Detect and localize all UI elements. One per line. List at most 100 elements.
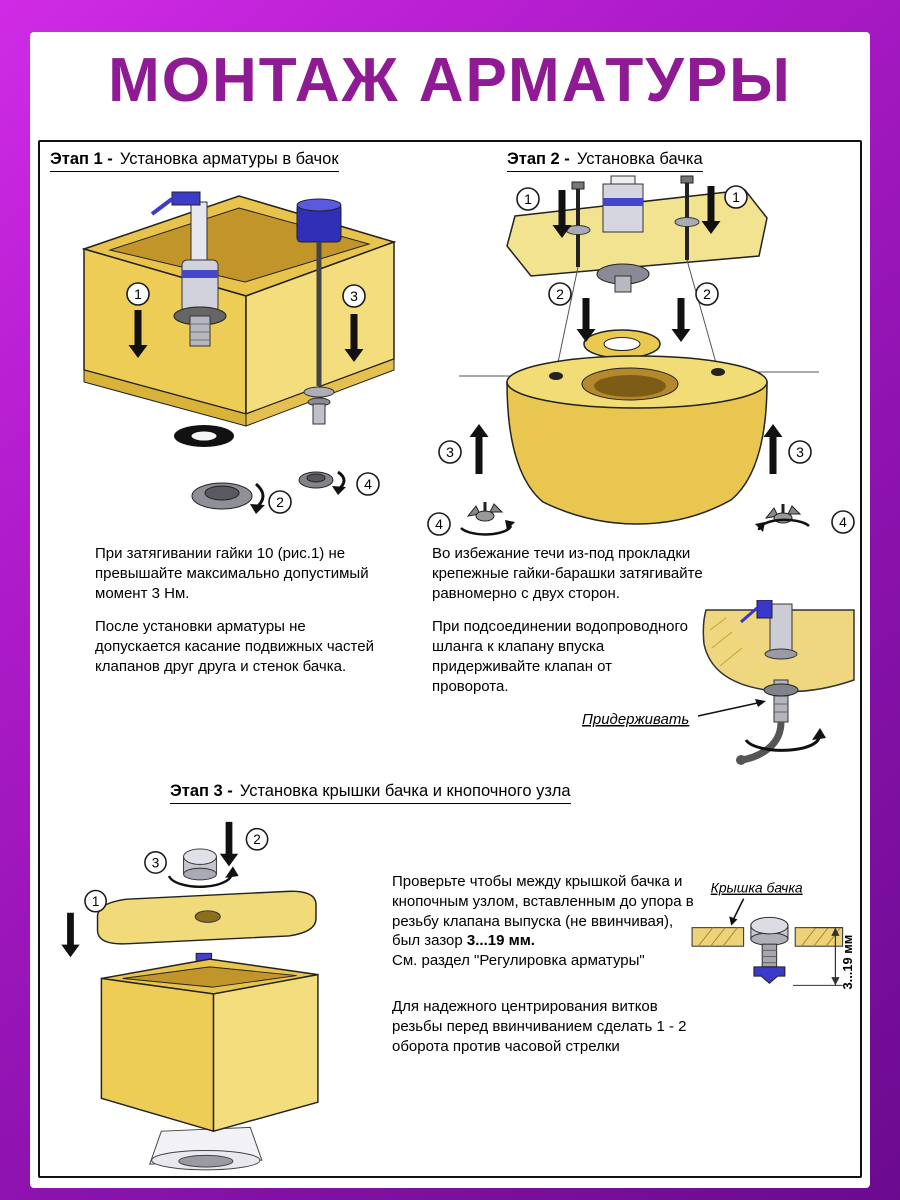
step-marker-3: 3 bbox=[144, 851, 167, 874]
pointer-line bbox=[697, 701, 763, 717]
svg-text:4: 4 bbox=[839, 514, 847, 530]
down-arrow-icon bbox=[61, 912, 80, 958]
stage1-heading-title: Установка арматуры в бачок bbox=[119, 150, 339, 168]
guide-line bbox=[555, 266, 579, 373]
step-marker-2: 2 bbox=[245, 827, 269, 851]
svg-text:2: 2 bbox=[276, 494, 284, 510]
svg-text:2: 2 bbox=[703, 286, 711, 302]
stage1-heading: Этап 1 - Установка арматуры в бачок bbox=[50, 150, 339, 172]
step-marker-3: 3 bbox=[438, 440, 462, 464]
stage3-heading-title: Установка крышки бачка и кнопочного узла bbox=[239, 782, 571, 800]
lid-label: Крышка бачка bbox=[711, 880, 803, 896]
hold-label: Придерживать bbox=[582, 711, 689, 728]
pointer-arrowhead bbox=[755, 699, 766, 707]
ring-nut bbox=[191, 482, 265, 514]
down-arrow-icon bbox=[552, 190, 572, 238]
guide-line bbox=[686, 259, 719, 371]
stage3-gap-figure: Крышка бачка bbox=[691, 880, 855, 990]
step-marker-1: 1 bbox=[516, 187, 540, 211]
svg-text:2: 2 bbox=[556, 286, 564, 302]
svg-text:1: 1 bbox=[134, 286, 142, 302]
water-hose bbox=[736, 721, 785, 765]
svg-text:4: 4 bbox=[364, 476, 372, 492]
step-marker-4: 4 bbox=[831, 510, 855, 534]
page-title: МОНТАЖ АРМАТУРЫ bbox=[108, 46, 792, 115]
svg-text:2: 2 bbox=[253, 832, 261, 847]
gap-label: 3...19 мм bbox=[840, 935, 855, 990]
stage2-figure: 1 1 2 2 3 3 4 bbox=[427, 175, 855, 536]
down-arrow-icon bbox=[219, 821, 239, 867]
stage2-heading-title: Установка бачка bbox=[576, 150, 703, 168]
stage1-figure: 1 3 2 4 bbox=[81, 191, 397, 514]
pointer-arrowhead bbox=[729, 916, 738, 926]
stage3-figure: 2 3 1 bbox=[61, 821, 319, 1171]
up-arrow-icon bbox=[469, 424, 489, 474]
push-button bbox=[183, 848, 217, 881]
down-arrow-icon bbox=[576, 298, 596, 342]
button-unit bbox=[750, 916, 789, 985]
svg-text:4: 4 bbox=[435, 516, 443, 532]
rotate-arrow-icon bbox=[167, 871, 233, 888]
tank-lid bbox=[96, 890, 317, 945]
up-arrow-icon bbox=[763, 424, 783, 474]
step-marker-4: 4 bbox=[356, 472, 380, 496]
stage3-heading-label: Этап 3 - bbox=[170, 782, 233, 800]
flush-valve bbox=[150, 191, 227, 347]
step-marker-1: 1 bbox=[126, 282, 150, 306]
stage3-text: Проверьте чтобы между крышкой бачка и кн… bbox=[392, 872, 702, 1070]
stage2-paragraph-1: Во избежание течи из-под прокладки крепе… bbox=[432, 545, 703, 602]
step-marker-4: 4 bbox=[427, 512, 451, 536]
toilet-bowl-shelf bbox=[506, 355, 768, 525]
outlet-shank bbox=[596, 175, 650, 293]
tank-base bbox=[149, 1126, 263, 1171]
stage3-note: См. раздел "Регулировка арматуры" bbox=[392, 952, 645, 970]
stage2-heading-label: Этап 2 - bbox=[507, 150, 570, 168]
down-arrow-icon bbox=[671, 298, 691, 342]
stage3-paragraph-2: Для надежного центрирования витков резьб… bbox=[392, 997, 687, 1055]
rotate-arrow-icon bbox=[254, 482, 265, 510]
stage3-paragraph-1: Проверьте чтобы между крышкой бачка и кн… bbox=[392, 873, 694, 950]
fixing-bolt-left bbox=[565, 181, 591, 267]
stage2-paragraph-2: При подсоединении водопроводного шланга … bbox=[432, 618, 688, 695]
step-marker-2: 2 bbox=[695, 282, 719, 306]
gap-dimension: 3...19 мм bbox=[793, 927, 855, 990]
rotate-arrow-icon bbox=[744, 733, 821, 752]
stage1-text: При затягивании гайки 10 (рис.1) не прев… bbox=[95, 544, 395, 691]
svg-text:1: 1 bbox=[92, 894, 100, 909]
down-arrow-icon bbox=[128, 310, 148, 358]
rubber-gasket bbox=[174, 425, 234, 447]
step-marker-1: 1 bbox=[724, 185, 748, 209]
lid-cross-section bbox=[691, 927, 844, 947]
stage2-text: Во избежание течи из-под прокладки крепе… bbox=[432, 544, 762, 711]
step-marker-2: 2 bbox=[548, 282, 572, 306]
stage2-hold-figure: Придерживать bbox=[582, 600, 855, 765]
inlet-valve bbox=[740, 600, 799, 723]
white-card: МОНТАЖ АРМАТУРЫ Этап 1 - Установка армату… bbox=[30, 32, 870, 1188]
wing-nut-left bbox=[460, 502, 515, 536]
svg-text:3: 3 bbox=[796, 444, 804, 460]
step-marker-3: 3 bbox=[788, 440, 812, 464]
svg-text:3: 3 bbox=[446, 444, 454, 460]
wing-nut-right bbox=[755, 504, 810, 532]
stage3-heading: Этап 3 - Установка крышки бачка и кнопочн… bbox=[170, 782, 571, 804]
stage1-paragraph-2: После установки арматуры не допускается … bbox=[95, 618, 374, 675]
down-arrow-icon bbox=[701, 186, 721, 234]
cistern-tank bbox=[100, 952, 319, 1133]
step-marker-2: 2 bbox=[268, 490, 292, 514]
rotate-arrowhead bbox=[812, 728, 826, 740]
content-box: Этап 1 - Установка арматуры в бачок bbox=[38, 140, 862, 1178]
svg-text:3: 3 bbox=[350, 288, 358, 304]
rotate-arrowhead bbox=[225, 866, 239, 878]
sealing-ring bbox=[583, 329, 661, 359]
pointer-line bbox=[731, 898, 745, 922]
svg-text:3: 3 bbox=[152, 855, 160, 870]
stage1-heading-label: Этап 1 - bbox=[50, 150, 113, 168]
down-arrow-icon bbox=[344, 314, 364, 362]
stage1-paragraph-1: При затягивании гайки 10 (рис.1) не прев… bbox=[95, 545, 369, 602]
cistern-tank bbox=[81, 195, 397, 427]
small-nut bbox=[298, 470, 346, 495]
fixing-bolt-right bbox=[674, 175, 700, 260]
step-marker-1: 1 bbox=[84, 889, 108, 913]
stage2-heading: Этап 2 - Установка бачка bbox=[507, 150, 703, 172]
